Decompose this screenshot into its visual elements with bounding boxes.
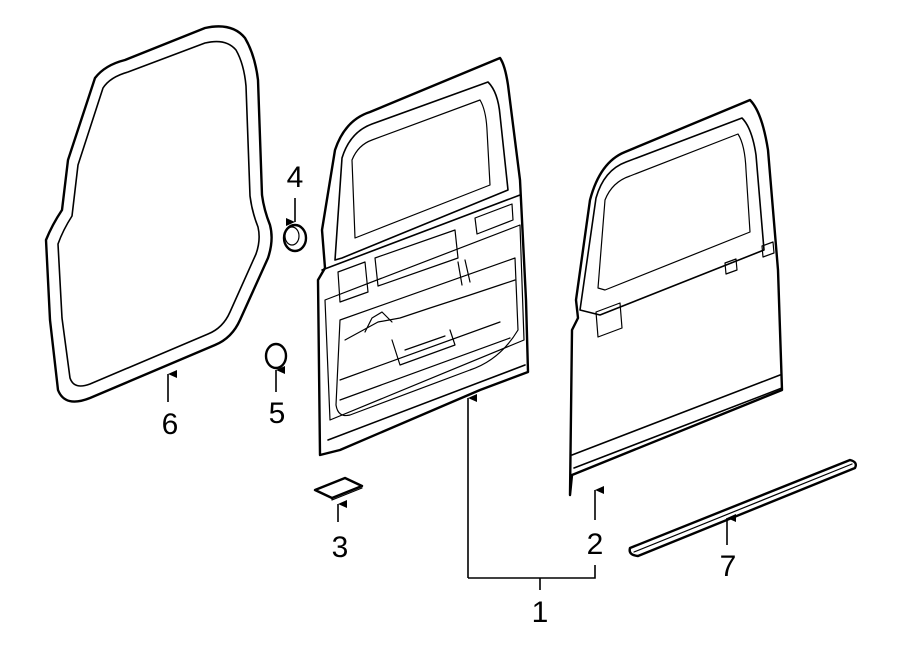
callout-3: 3 [332,531,349,564]
molding-strip [628,458,858,558]
callout-1: 1 [532,596,549,629]
callout-5: 5 [269,397,286,430]
bracket-part-3 [313,476,364,501]
plug-part-5 [264,342,288,370]
plug-part-4 [282,223,308,253]
callout-7: 7 [720,550,737,583]
callout-6: 6 [162,408,179,441]
door-shell [316,56,530,457]
callout-2: 2 [587,528,604,561]
callout-4: 4 [287,161,304,194]
bracket-line-1 [468,565,596,590]
outer-door-panel [568,98,784,497]
weatherstrip-seal [44,25,273,403]
